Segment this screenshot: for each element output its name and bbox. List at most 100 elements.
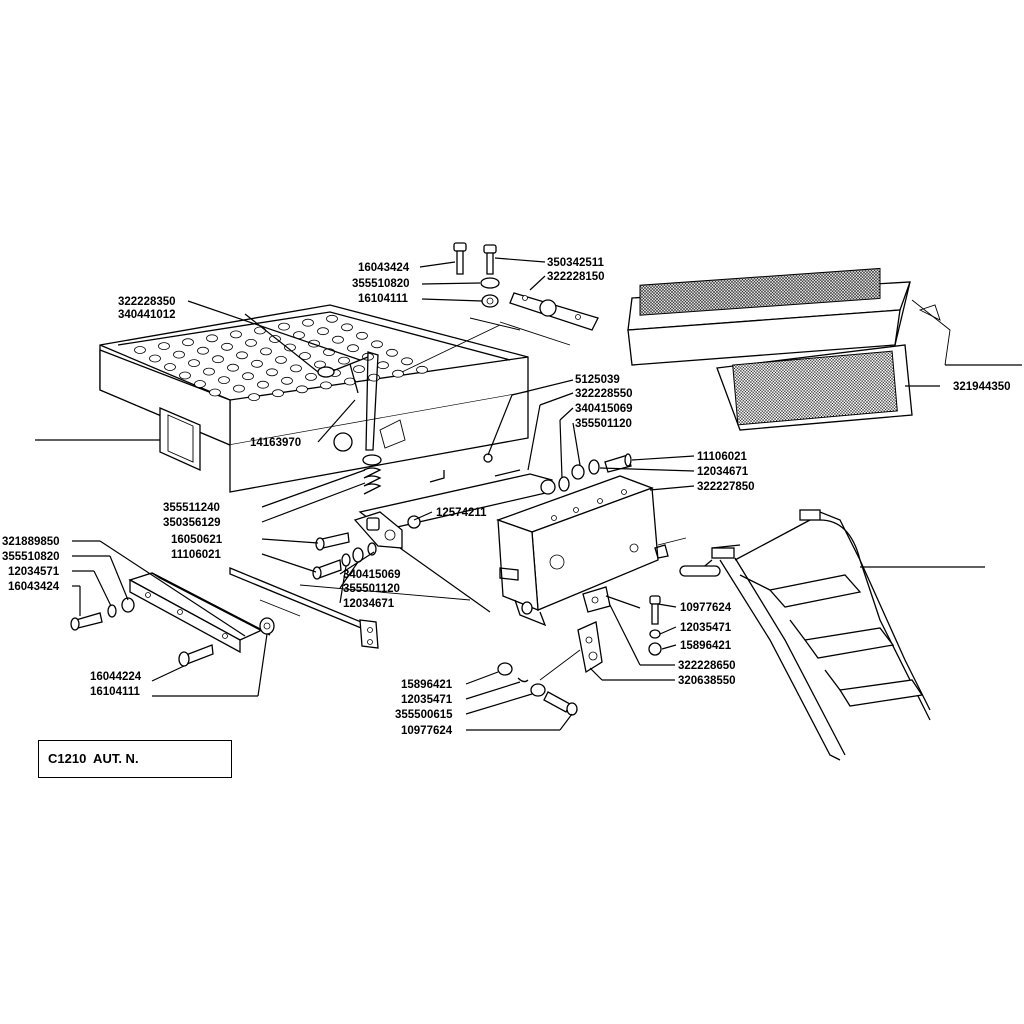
perforation-hole	[275, 355, 287, 364]
perforation-hole	[338, 356, 350, 365]
perforation-hole	[245, 338, 257, 347]
label-11106021-right: 11106021	[697, 451, 748, 463]
label-340415069-left: 340415069	[343, 569, 401, 581]
perforation-hole	[290, 364, 302, 373]
label-322228550: 322228550	[575, 388, 633, 400]
perforation-hole	[317, 327, 329, 336]
perforation-hole	[416, 365, 428, 374]
label-322228350: 322228350	[118, 296, 176, 308]
label-350356129: 350356129	[163, 517, 221, 529]
label-12035471-right: 12035471	[680, 622, 732, 634]
drawing-code-box: C1210 AUT. N.	[38, 740, 232, 778]
perforation-hole	[341, 323, 353, 332]
label-16104111-top: 16104111	[358, 293, 409, 305]
label-16043424-left: 16043424	[8, 581, 60, 593]
perforated-platform	[99, 304, 529, 493]
label-321944350: 321944350	[953, 381, 1011, 393]
label-12034571: 12034571	[8, 566, 60, 578]
perforation-hole	[212, 355, 224, 364]
perforation-hole	[182, 338, 194, 347]
ladder	[679, 509, 931, 761]
perforation-hole	[371, 340, 383, 349]
perforation-hole	[197, 346, 209, 355]
perforation-hole	[392, 369, 404, 378]
perforation-hole	[248, 393, 260, 402]
perforation-hole	[242, 372, 254, 381]
perforation-hole	[233, 384, 245, 393]
drawing-code: C1210 AUT. N.	[48, 751, 139, 766]
perforation-hole	[296, 385, 308, 394]
housing-box-322227850	[496, 475, 687, 627]
label-322228150: 322228150	[547, 271, 605, 283]
perforation-hole	[347, 344, 359, 353]
label-340441012: 340441012	[118, 309, 176, 321]
perforation-hole	[149, 354, 161, 363]
part-number-labels: 16043424 355510820 16104111 350342511 32…	[2, 257, 1011, 737]
perforation-hole	[206, 334, 218, 343]
label-16044224: 16044224	[90, 671, 142, 683]
bar-hardware	[483, 453, 632, 492]
perforation-hole	[332, 335, 344, 344]
label-350342511: 350342511	[547, 257, 605, 269]
perforation-hole	[320, 381, 332, 390]
label-15896421-right: 15896421	[680, 640, 732, 652]
perforation-hole	[368, 373, 380, 382]
long-rod	[229, 567, 471, 649]
label-5125039: 5125039	[575, 374, 620, 386]
perforation-hole	[257, 380, 269, 389]
label-355510820-left: 355510820	[2, 551, 60, 563]
perforation-hole	[281, 376, 293, 385]
label-10977624-right: 10977624	[680, 602, 732, 614]
perforation-hole	[203, 367, 215, 376]
perforation-hole	[260, 347, 272, 356]
label-355501120-left: 355501120	[343, 583, 400, 595]
spring-355511240	[362, 454, 382, 495]
perforation-hole	[134, 346, 146, 354]
perforation-hole	[251, 359, 263, 368]
perforation-hole	[230, 330, 242, 339]
perforation-hole	[221, 342, 233, 351]
perforation-hole	[179, 371, 191, 380]
label-321889850: 321889850	[2, 536, 60, 548]
label-340415069-right: 340415069	[575, 403, 633, 415]
label-12035471-bottom: 12035471	[401, 694, 453, 706]
label-10977624-bottom: 10977624	[401, 725, 453, 737]
left-hardware	[312, 532, 377, 580]
perforation-hole	[227, 363, 239, 372]
perforation-hole	[194, 380, 206, 388]
perforation-hole	[353, 365, 365, 374]
label-12034671-right: 12034671	[697, 466, 749, 478]
perforation-hole	[386, 348, 398, 357]
perforation-hole	[305, 372, 317, 381]
perforation-hole	[158, 342, 170, 351]
perforation-hole	[278, 322, 290, 331]
grille-panel-321944350	[627, 267, 951, 431]
perforation-hole	[266, 368, 278, 377]
label-322227850: 322227850	[697, 481, 755, 493]
label-16050621: 16050621	[171, 534, 223, 546]
label-15896421-bottom: 15896421	[401, 679, 453, 691]
label-14163970: 14163970	[250, 437, 301, 449]
label-320638550: 320638550	[678, 675, 736, 687]
label-11106021-left: 11106021	[171, 549, 222, 561]
perforation-hole	[254, 326, 266, 335]
perforation-hole	[164, 363, 176, 371]
perforation-hole	[188, 359, 200, 368]
perforation-hole	[326, 314, 338, 323]
label-16043424-top: 16043424	[358, 262, 410, 274]
perforation-hole	[272, 389, 284, 398]
label-355500615: 355500615	[395, 709, 453, 721]
leader-lines	[35, 257, 1022, 731]
label-16104111-left: 16104111	[90, 686, 141, 698]
channel-bracket-321889850	[70, 572, 275, 667]
perforation-hole	[377, 361, 389, 370]
label-355501120-right: 355501120	[575, 418, 632, 430]
perforation-hole	[356, 331, 368, 340]
label-12574211: 12574211	[436, 507, 487, 519]
top-hardware	[401, 242, 599, 373]
label-355510820-top: 355510820	[352, 278, 410, 290]
perforation-hole	[173, 350, 185, 359]
perforation-hole	[299, 352, 311, 360]
label-322228650: 322228650	[678, 660, 736, 672]
